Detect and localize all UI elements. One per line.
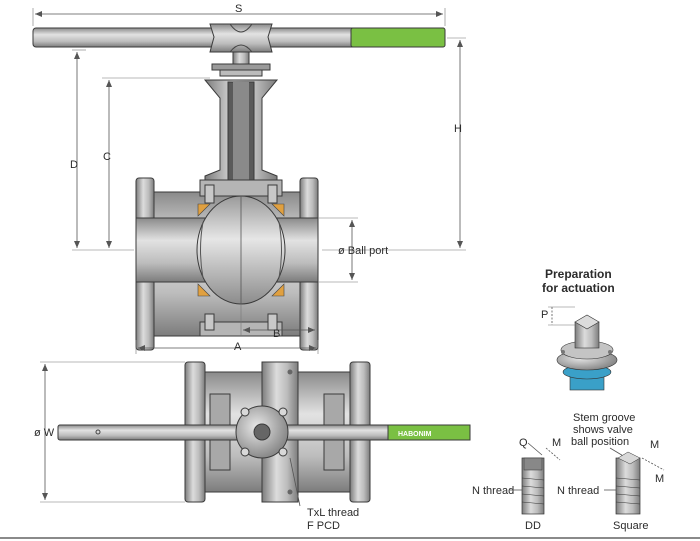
- n-thread-sq-label: N thread: [557, 485, 599, 497]
- dim-h-label: H: [454, 123, 462, 135]
- stem-groove-line3: ball position: [571, 436, 629, 448]
- dim-s-label: S: [235, 3, 242, 15]
- seat: [271, 283, 285, 297]
- handle-grip: [350, 27, 446, 48]
- f-pcd-label: F PCD: [307, 520, 340, 532]
- brand-logo-text: HABONIM: [398, 431, 432, 438]
- dd-stem: [521, 457, 545, 515]
- plan-view: HABONIM ø W TxL thread F PCD: [34, 361, 471, 532]
- section-view: S H D C ø Ball port B: [32, 3, 466, 354]
- dim-m-label-dd: M: [552, 437, 561, 449]
- seat: [197, 203, 211, 217]
- dim-b-label: B: [273, 328, 280, 340]
- handle-hub: [209, 23, 273, 53]
- dim-m-label-sq1: M: [650, 439, 659, 451]
- dd-label: DD: [525, 520, 541, 532]
- dim-d-label: D: [70, 159, 78, 171]
- dim-c-label: C: [103, 151, 111, 163]
- prep-title-line1: Preparation: [545, 267, 612, 281]
- n-thread-dd-label: N thread: [472, 485, 514, 497]
- square-stem: [615, 451, 641, 515]
- seat: [271, 203, 285, 217]
- dim-w-label: ø W: [34, 427, 55, 439]
- txl-thread-label: TxL thread: [307, 507, 359, 519]
- square-label: Square: [613, 520, 648, 532]
- stem-groove-line2: shows valve: [573, 424, 633, 436]
- ball-port-label: ø Ball port: [338, 245, 388, 257]
- handle-grip-plan: [387, 424, 471, 441]
- actuation-prep-detail: Preparation for actuation P Stem groove …: [472, 267, 665, 532]
- dim-a-label: A: [234, 341, 242, 353]
- dim-p-label: P: [541, 309, 548, 321]
- dim-m-label-sq2: M: [655, 473, 664, 485]
- seat: [197, 283, 211, 297]
- dim-q-label: Q: [519, 437, 528, 449]
- stem-groove-line1: Stem groove: [573, 412, 635, 424]
- prep-title-line2: for actuation: [542, 281, 615, 295]
